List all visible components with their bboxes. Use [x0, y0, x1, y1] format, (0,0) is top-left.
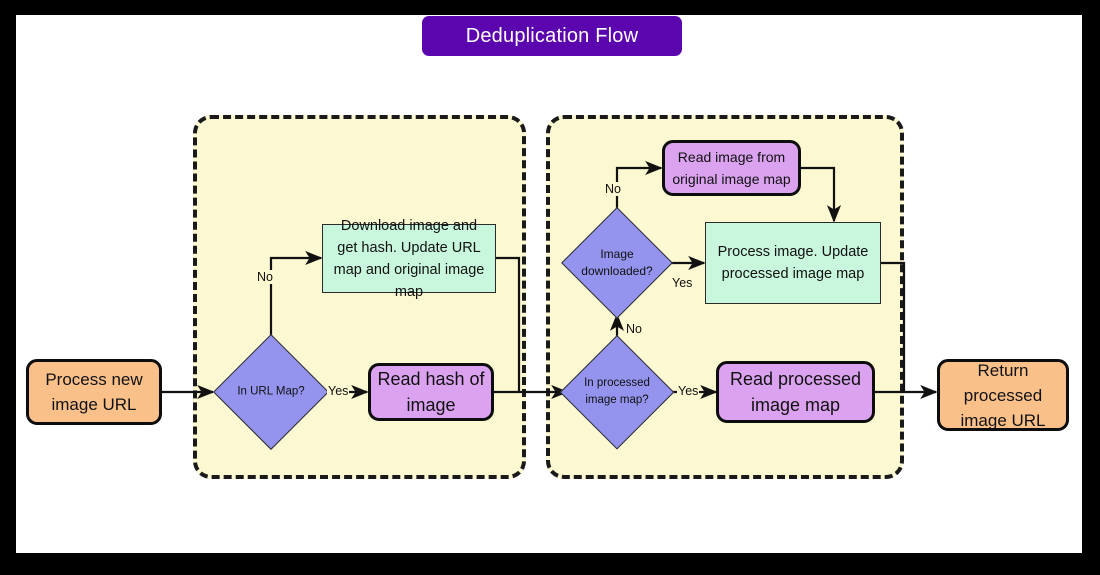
edge-label-in-url-map-no: No [256, 270, 274, 284]
diamond-shape [560, 335, 674, 449]
diamond-shape [561, 207, 673, 319]
node-label: Read hash of image [377, 369, 485, 415]
edge-label-image-downloaded-yes: Yes [671, 276, 694, 290]
node-label: Read processed image map [729, 369, 862, 415]
node-read-hash-of-image[interactable]: Read hash of image [368, 363, 494, 421]
edge-label-image-downloaded-no: No [604, 182, 622, 196]
diagram-canvas: Deduplication Flow [16, 15, 1082, 553]
node-read-processed-image-map[interactable]: Read processed image map [716, 361, 875, 423]
node-label: Return processed image URL [960, 360, 1046, 430]
edge-label-in-processed-no: No [625, 322, 643, 336]
edge-label-in-url-map-yes: Yes [327, 384, 350, 398]
node-process-new-image-url[interactable]: Process new image URL [26, 359, 162, 425]
node-in-url-map-decision[interactable]: In URL Map? [213, 334, 329, 450]
edge-label-in-processed-yes: Yes [677, 384, 700, 398]
node-label: Process new image URL [45, 370, 143, 414]
node-return-processed-image-url[interactable]: Return processed image URL [937, 359, 1069, 431]
node-read-image-from-original-map[interactable]: Read image from original image map [662, 140, 801, 196]
node-label: Read image from original image map [672, 149, 791, 187]
diamond-shape [213, 334, 329, 450]
node-process-image-update-map[interactable]: Process image. Update processed image ma… [705, 222, 881, 304]
node-download-image-get-hash[interactable]: Download image and get hash. Update URL … [322, 218, 496, 300]
node-label: Process image. Update processed image ma… [717, 244, 869, 282]
diagram-title: Deduplication Flow [422, 16, 682, 56]
node-image-downloaded-decision[interactable]: Image downloaded? [561, 207, 673, 319]
node-label: Download image and get hash. Update URL … [333, 217, 485, 300]
node-in-processed-image-map-decision[interactable]: In processed image map? [560, 335, 674, 449]
